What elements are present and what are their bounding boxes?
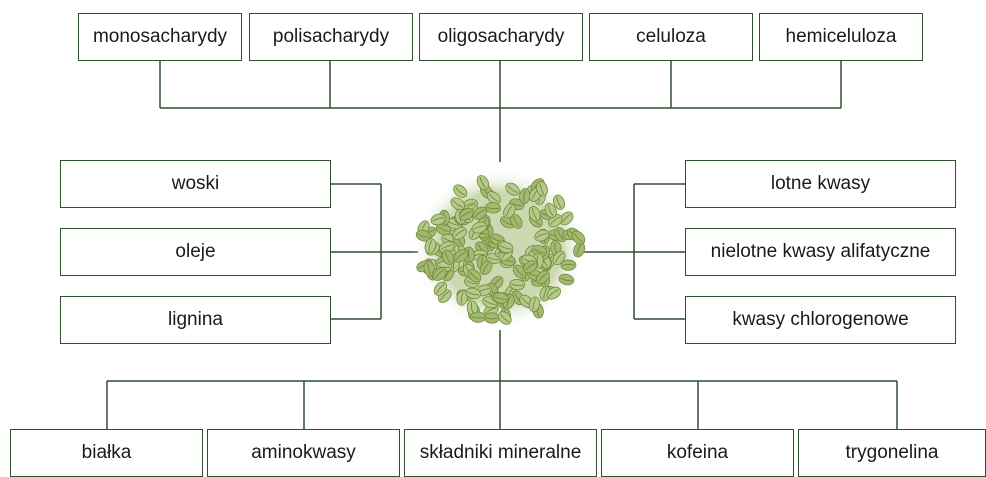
- label: lignina: [168, 309, 223, 331]
- label: nielotne kwasy alifatyczne: [711, 241, 931, 263]
- box-lignina: lignina: [60, 296, 331, 344]
- label: monosacharydy: [93, 26, 227, 48]
- box-nielotne-kwasy-alifatyczne: nielotne kwasy alifatyczne: [685, 228, 956, 276]
- label: polisacharydy: [273, 26, 389, 48]
- label: oligosacharydy: [438, 26, 565, 48]
- green-coffee-beans-image: [412, 168, 588, 328]
- label: woski: [172, 173, 220, 195]
- label: kwasy chlorogenowe: [732, 309, 908, 331]
- box-skladniki-mineralne: składniki mineralne: [404, 429, 597, 477]
- box-kofeina: kofeina: [601, 429, 794, 477]
- label: białka: [82, 442, 132, 464]
- box-oligosacharydy: oligosacharydy: [419, 13, 583, 61]
- label: oleje: [175, 241, 215, 263]
- box-hemiceluloza: hemiceluloza: [759, 13, 923, 61]
- box-kwasy-chlorogenowe: kwasy chlorogenowe: [685, 296, 956, 344]
- label: lotne kwasy: [771, 173, 870, 195]
- coffee-bean: [470, 312, 485, 323]
- label: hemiceluloza: [786, 26, 897, 48]
- label: aminokwasy: [251, 442, 356, 464]
- box-woski: woski: [60, 160, 331, 208]
- label: kofeina: [667, 442, 728, 464]
- box-bialka: białka: [10, 429, 203, 477]
- box-lotne-kwasy: lotne kwasy: [685, 160, 956, 208]
- box-celuloza: celuloza: [589, 13, 753, 61]
- coffee-bean: [484, 313, 499, 324]
- box-trygonelina: trygonelina: [798, 429, 986, 477]
- coffee-bean: [561, 260, 576, 271]
- box-polisacharydy: polisacharydy: [249, 13, 413, 61]
- label: składniki mineralne: [420, 442, 582, 464]
- label: trygonelina: [846, 442, 939, 464]
- label: celuloza: [636, 26, 706, 48]
- box-monosacharydy: monosacharydy: [78, 13, 242, 61]
- box-oleje: oleje: [60, 228, 331, 276]
- box-aminokwasy: aminokwasy: [207, 429, 400, 477]
